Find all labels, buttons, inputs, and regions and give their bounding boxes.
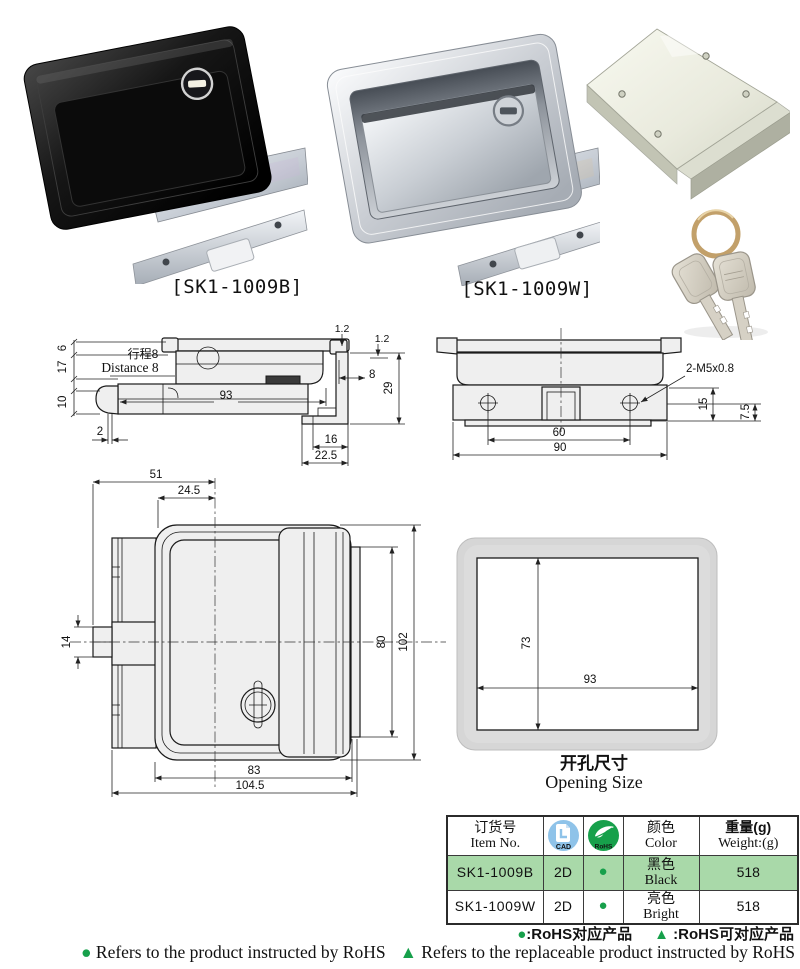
rohs-dot: ●	[517, 926, 527, 943]
spec-table-header-row: 订货号 Item No. CAD RoHS	[446, 815, 799, 856]
header-item-en: Item No.	[470, 835, 521, 851]
header-weight: 重量(g) Weight:(g)	[698, 815, 799, 856]
header-cad: CAD	[542, 815, 584, 856]
product-photo-mounting-bracket	[586, 28, 790, 200]
dim-22p5-label: 22.5	[315, 450, 337, 462]
opening-caption-en: Opening Size	[545, 772, 642, 792]
table-row-sk1-1009w: SK1-1009W 2D ● 亮色 Bright 518	[446, 889, 799, 925]
dim-102-label: 102	[398, 632, 410, 651]
key-right	[712, 251, 756, 340]
cell-rohs: ●	[582, 889, 624, 925]
stroke-label-cn: 行程8	[128, 346, 159, 361]
product-photo-keys	[671, 209, 768, 340]
dim-6-label: 6	[57, 345, 69, 351]
dim-83-label: 83	[248, 765, 261, 777]
drawing-front-view: 51 24.5 14 80 102 83 104.5	[61, 469, 446, 797]
dim-17-label: 17	[57, 361, 69, 374]
handle-bar	[278, 527, 351, 758]
cell-item-no: SK1-1009W	[446, 889, 544, 925]
footer-cn-tri-text: :RoHS可对应产品	[673, 926, 794, 943]
header-weight-cn: 重量(g)	[725, 819, 772, 836]
cell-cad: 2D	[542, 854, 584, 891]
cell-rohs: ●	[582, 854, 624, 891]
dim-2-label: 2	[97, 426, 103, 438]
product-photo-black-lock	[23, 26, 308, 284]
cad-icon: CAD	[547, 820, 579, 852]
dim-73-label: 73	[521, 637, 533, 650]
dim-90-label: 90	[554, 442, 567, 454]
drawing-opening-size: 73 93 开孔尺寸 Opening Size	[456, 537, 718, 792]
header-item-no: 订货号 Item No.	[446, 815, 544, 856]
cell-cad: 2D	[542, 889, 584, 925]
product-photo-chrome-lock	[326, 33, 600, 286]
header-color: 颜色 Color	[622, 815, 700, 856]
rohs-dot: ●	[598, 897, 608, 915]
dim-7p5-label: 7.5	[740, 404, 752, 420]
header-color-cn: 颜色	[647, 819, 675, 836]
dim-10-label: 10	[57, 396, 69, 409]
footer-legend-cn: ●:RoHS对应产品 ▲ :RoHS可对应产品	[517, 923, 794, 944]
footer-en-tri-text: Refers to the replaceable product instru…	[421, 942, 795, 962]
dim-8-label: 8	[369, 369, 375, 381]
rohs-icon-label: RoHS	[594, 844, 612, 851]
cell-color-en: Black	[644, 872, 678, 888]
cell-weight: 518	[698, 889, 799, 925]
latch-button	[514, 237, 561, 270]
cell-item-no: SK1-1009B	[446, 854, 544, 891]
dim-16-label: 16	[325, 434, 338, 446]
rohs-triangle: ▲	[654, 926, 669, 943]
dim-80-label: 80	[376, 636, 388, 649]
black-lock-label: [SK1-1009B]	[171, 276, 303, 298]
dim-93-label: 93	[584, 674, 597, 686]
dim-51-label: 51	[150, 469, 163, 481]
dim-60-label: 60	[553, 427, 566, 439]
black-panel-face	[23, 26, 272, 230]
header-item-cn: 订货号	[474, 819, 517, 836]
dim-1p2a-label: 1.2	[335, 323, 350, 335]
cell-color: 黑色 Black	[622, 854, 700, 891]
footer-en-dot-text: Refers to the product instructed by RoHS	[95, 942, 386, 962]
table-row-sk1-1009b: SK1-1009B 2D ● 黑色 Black 518	[446, 854, 799, 891]
dim-104p5-label: 104.5	[236, 780, 265, 792]
dim-15-label: 15	[698, 398, 710, 411]
key-left	[671, 253, 734, 340]
footer-cn-dot-text: :RoHS对应产品	[526, 926, 633, 943]
drawing-side-view: 6 17 10 2 行程8 Distance 8 93 1.2 1.2 8 29	[57, 323, 405, 466]
key-ring	[691, 209, 741, 259]
header-rohs: RoHS	[582, 815, 624, 856]
cutout-rect	[476, 557, 699, 731]
drawing-bottom-view: 2-M5x0.8 15 7.5 60 90	[436, 328, 761, 460]
rohs-dot: ●	[80, 942, 92, 962]
thread-callout: 2-M5x0.8	[686, 363, 734, 375]
stroke-label-en: Distance 8	[101, 360, 159, 375]
chrome-panel-face	[326, 33, 582, 244]
dim-1p2b-label: 1.2	[375, 333, 390, 345]
dim-14-label: 14	[61, 635, 73, 648]
cell-color-cn: 黑色	[647, 855, 675, 872]
dim-93-label: 93	[220, 390, 233, 402]
cell-weight: 518	[698, 854, 799, 891]
header-weight-en: Weight:(g)	[718, 835, 779, 851]
cell-color-en: Bright	[643, 906, 679, 922]
bracket-body	[586, 28, 790, 200]
cell-color: 亮色 Bright	[622, 889, 700, 925]
opening-caption-cn: 开孔尺寸	[560, 753, 628, 773]
cad-icon-label: CAD	[555, 844, 570, 851]
latch-button	[206, 238, 255, 272]
dim-24p5-label: 24.5	[178, 485, 200, 497]
rohs-icon: RoHS	[587, 820, 619, 852]
header-color-en: Color	[645, 835, 677, 851]
rohs-triangle: ▲	[399, 942, 417, 962]
dim-29-label: 29	[383, 382, 395, 395]
screw-holes	[478, 393, 640, 413]
chrome-lock-label: [SK1-1009W]	[461, 278, 593, 300]
spec-table: 订货号 Item No. CAD RoHS	[446, 815, 799, 925]
keyhole	[240, 680, 276, 729]
rohs-dot: ●	[598, 863, 608, 881]
footer-legend-en: ● Refers to the product instructed by Ro…	[81, 942, 795, 963]
cell-color-cn: 亮色	[647, 890, 675, 907]
